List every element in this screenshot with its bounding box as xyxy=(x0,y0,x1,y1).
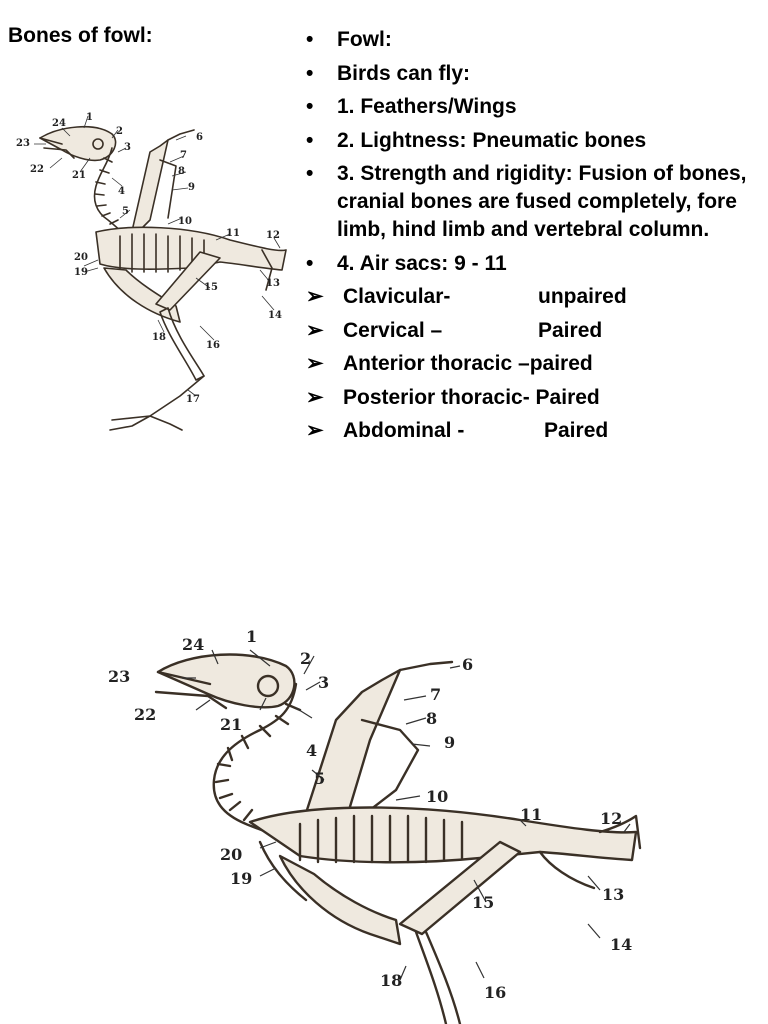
label-15: 15 xyxy=(204,282,218,293)
label-20: 20 xyxy=(220,845,242,864)
label-23: 23 xyxy=(16,138,30,149)
label-5: 5 xyxy=(122,206,129,217)
label-3: 3 xyxy=(318,673,329,692)
label-20: 20 xyxy=(74,252,88,263)
skeleton-drawing xyxy=(39,125,287,431)
bullet-item: • 4. Air sacs: 9 - 11 xyxy=(306,250,756,278)
label-22: 22 xyxy=(30,164,44,175)
air-sac-item: ➢ Anterior thoracic –paired xyxy=(306,350,756,378)
label-7: 7 xyxy=(430,685,441,704)
label-16: 16 xyxy=(206,340,220,351)
label-18: 18 xyxy=(380,971,402,990)
label-2: 2 xyxy=(300,649,311,668)
label-12: 12 xyxy=(266,230,280,241)
label-9: 9 xyxy=(188,182,195,193)
bullet-item: • 2. Lightness: Pneumatic bones xyxy=(306,127,756,155)
air-sac-name: Cervical – xyxy=(343,318,443,342)
bullet-marker: • xyxy=(306,162,314,185)
air-sac-name: Clavicular- xyxy=(343,285,451,308)
bullet-marker: • xyxy=(306,128,314,152)
label-6: 6 xyxy=(196,132,203,143)
skeleton-large-leaders xyxy=(182,649,631,981)
bullet-text: Fowl: xyxy=(337,28,392,51)
label-15: 15 xyxy=(472,893,494,912)
bullet-marker: • xyxy=(306,251,314,275)
bullet-marker: • xyxy=(306,28,314,51)
label-8: 8 xyxy=(426,709,437,728)
air-sac-item: ➢ Clavicular-unpaired xyxy=(306,283,756,311)
label-23: 23 xyxy=(108,667,130,686)
label-21: 21 xyxy=(72,170,86,181)
bullet-item: • 3. Strength and rigidity: Fusion of bon… xyxy=(306,160,756,244)
air-sac-name: Abdominal - xyxy=(343,419,465,442)
arrow-marker: ➢ xyxy=(306,318,324,342)
label-19: 19 xyxy=(230,869,252,888)
bullet-marker: • xyxy=(306,61,314,85)
bullet-text: 1. Feathers/Wings xyxy=(337,95,517,118)
air-sac-name: Anterior thoracic –paired xyxy=(343,352,593,375)
label-10: 10 xyxy=(178,216,192,227)
label-1: 1 xyxy=(246,627,257,646)
label-17: 17 xyxy=(186,394,200,405)
bullet-item: • 1. Feathers/Wings xyxy=(306,93,756,121)
label-10: 10 xyxy=(426,787,448,806)
arrow-marker: ➢ xyxy=(306,419,324,442)
label-4: 4 xyxy=(306,741,317,760)
bullet-text: 3. Strength and rigidity: Fusion of bone… xyxy=(337,162,747,241)
label-24: 24 xyxy=(182,635,204,654)
skeleton-large-labels: 24 1 2 3 23 22 21 4 6 7 8 9 5 10 11 12 2… xyxy=(108,627,632,1002)
arrow-marker: ➢ xyxy=(306,385,324,409)
label-19: 19 xyxy=(74,267,88,278)
bullet-marker: • xyxy=(306,95,314,118)
slide-heading: Bones of fowl: xyxy=(8,24,153,47)
label-6: 6 xyxy=(462,655,473,674)
label-21: 21 xyxy=(220,715,242,734)
arrow-marker: ➢ xyxy=(306,285,324,308)
label-16: 16 xyxy=(484,983,506,1002)
fowl-skeleton-large: 24 1 2 3 23 22 21 4 6 7 8 9 5 10 11 12 2… xyxy=(108,627,642,1024)
label-18: 18 xyxy=(152,332,166,343)
label-24: 24 xyxy=(52,118,66,129)
bullet-text: Birds can fly: xyxy=(337,61,471,85)
air-sac-item: ➢ Abdominal - Paired xyxy=(306,417,756,445)
air-sac-item: ➢ Posterior thoracic- Paired xyxy=(306,384,756,412)
label-5: 5 xyxy=(314,769,325,788)
label-11: 11 xyxy=(520,805,542,824)
skeleton-drawing xyxy=(154,653,642,1024)
bullet-text: 4. Air sacs: 9 - 11 xyxy=(337,251,507,275)
arrow-marker: ➢ xyxy=(306,352,324,375)
air-sac-name: Posterior thoracic- Paired xyxy=(343,385,600,409)
label-9: 9 xyxy=(444,733,455,752)
label-4: 4 xyxy=(118,186,125,197)
label-2: 2 xyxy=(116,126,123,137)
label-1: 1 xyxy=(86,112,93,123)
label-13: 13 xyxy=(602,885,624,904)
air-sac-type: unpaired xyxy=(538,285,627,308)
label-3: 3 xyxy=(124,142,131,153)
label-14: 14 xyxy=(610,935,632,954)
label-13: 13 xyxy=(266,278,280,289)
bullet-item: • Birds can fly: xyxy=(306,60,756,88)
label-11: 11 xyxy=(226,228,240,239)
label-22: 22 xyxy=(134,705,156,724)
label-12: 12 xyxy=(600,809,622,828)
air-sac-type: Paired xyxy=(544,419,609,442)
label-7: 7 xyxy=(180,150,187,161)
fowl-skeleton-small: 24 1 2 3 23 22 21 4 6 7 8 9 5 10 11 12 2… xyxy=(16,112,287,431)
skeleton-small-leaders xyxy=(34,115,281,397)
air-sac-item: ➢ Cervical – Paired xyxy=(306,317,756,345)
air-sac-type: Paired xyxy=(538,318,603,342)
bullet-list: • Fowl: • Birds can fly: • 1. Feathers/Wing… xyxy=(306,26,756,451)
bullet-text: 2. Lightness: Pneumatic bones xyxy=(337,128,647,152)
bullet-item: • Fowl: xyxy=(306,26,756,54)
label-8: 8 xyxy=(178,166,185,177)
label-14: 14 xyxy=(268,310,282,321)
skeleton-small-labels: 24 1 2 3 23 22 21 4 6 7 8 9 5 10 11 12 2… xyxy=(16,112,282,405)
